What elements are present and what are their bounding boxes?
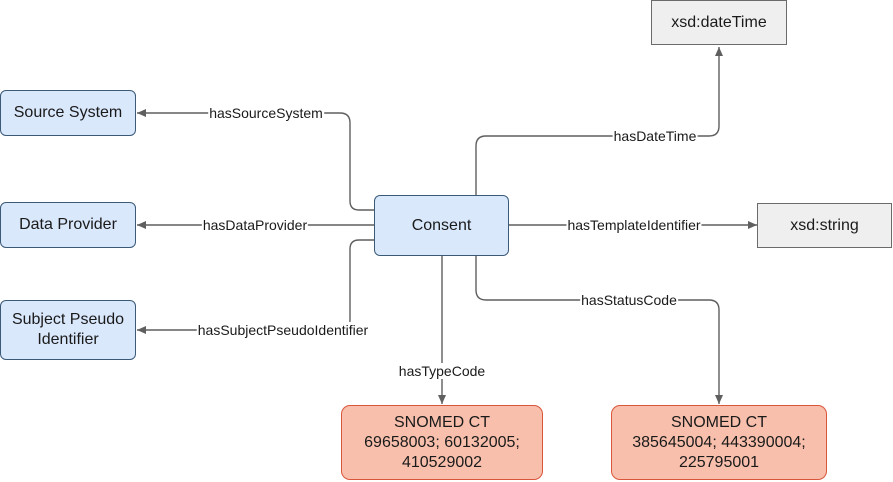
type-code-system: SNOMED CT [394,413,490,431]
type-code-node[interactable]: SNOMED CT 69658003; 60132005; 410529002 [341,405,543,480]
edge-has-subject-pseudo-identifier [137,239,374,334]
status-code-values-line2: 225795001 [678,453,760,471]
string-literal-node[interactable]: xsd:string [757,203,892,248]
edge-label-has-status-code: hasStatusCode [580,292,678,308]
source-system-label: Source System [13,104,123,121]
data-provider-label: Data Provider [19,216,117,233]
edge-label-has-subject-pseudo-identifier: hasSubjectPseudoIdentifier [196,322,370,338]
subject-pseudo-identifier-node[interactable]: Subject Pseudo Identifier [0,300,136,360]
edge-has-status-code [475,256,723,404]
edge-has-date-time [475,47,723,195]
type-code-values-line2: 410529002 [401,453,483,471]
consent-node[interactable]: Consent [374,195,509,256]
type-code-values-line1: 69658003; 60132005; [364,433,520,451]
string-literal-label: xsd:string [790,216,859,234]
datetime-literal-label: xsd:dateTime [671,13,767,31]
edge-label-has-type-code: hasTypeCode [397,363,487,379]
subject-pseudo-identifier-line1: Subject Pseudo [11,311,125,328]
datetime-literal-node[interactable]: xsd:dateTime [651,0,787,45]
data-provider-node[interactable]: Data Provider [0,202,136,248]
edge-label-has-data-provider: hasDataProvider [201,217,309,233]
edge-label-has-date-time: hasDateTime [612,128,698,144]
edge-label-has-template-identifier: hasTemplateIdentifier [566,217,702,233]
source-system-node[interactable]: Source System [0,90,136,136]
subject-pseudo-identifier-line2: Identifier [37,331,99,348]
status-code-node[interactable]: SNOMED CT 385645004; 443390004; 22579500… [611,405,827,480]
edge-label-has-source-system: hasSourceSystem [208,105,324,121]
status-code-values-line1: 385645004; 443390004; [632,433,806,451]
consent-label: Consent [411,216,472,234]
status-code-system: SNOMED CT [671,413,767,431]
edge-has-source-system [137,109,374,211]
